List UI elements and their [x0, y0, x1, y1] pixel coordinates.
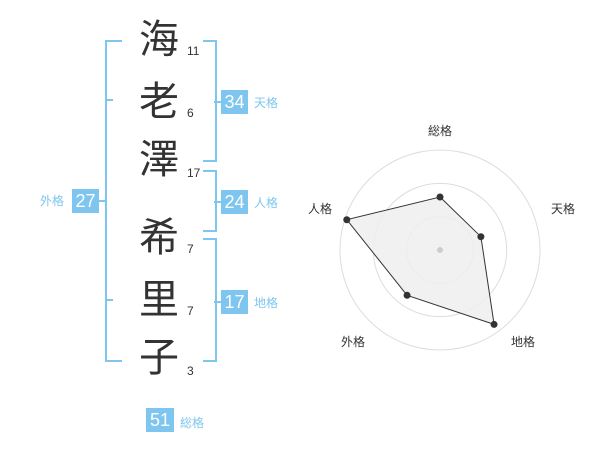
chikaku-bracket: [203, 238, 217, 362]
name-char-5: 里: [139, 277, 179, 323]
chikaku-connector: [214, 301, 221, 303]
jinkaku-value: 24: [221, 190, 248, 214]
gaikaku-connector: [98, 200, 106, 202]
radar-label-soukaku: 総格: [428, 124, 453, 138]
chikaku-value: 17: [221, 290, 248, 314]
radar-label-gaikaku: 外格: [341, 335, 366, 349]
radar-point-3: [490, 320, 498, 328]
radar-point-1: [436, 193, 444, 201]
stroke-count-4: 7: [187, 242, 194, 256]
jinkaku-label: 人格: [254, 196, 279, 210]
name-char-3: 澤: [139, 137, 179, 183]
radar-center-dot: [437, 247, 443, 253]
stroke-count-5: 7: [187, 304, 194, 318]
name-char-2: 老: [139, 79, 179, 125]
gaikaku-bracket-tick: [105, 99, 113, 101]
tenkaku-label: 天格: [254, 96, 279, 110]
chikaku-label: 地格: [254, 296, 279, 310]
name-char-6: 子: [139, 335, 179, 381]
radar-label-tenkaku: 天格: [551, 202, 576, 216]
radar-point-4: [403, 291, 411, 299]
soukaku-label: 総格: [180, 416, 205, 430]
gaikaku-bracket-tick: [105, 299, 113, 301]
jinkaku-connector: [214, 201, 221, 203]
radar-label-chikaku: 地格: [511, 335, 536, 349]
soukaku-value: 51: [146, 408, 174, 432]
radar-label-jinkaku: 人格: [308, 202, 333, 216]
name-char-4: 希: [139, 215, 179, 261]
gaikaku-label: 外格: [40, 194, 65, 208]
stroke-count-6: 3: [187, 364, 194, 378]
stroke-count-3: 17: [187, 166, 201, 180]
name-char-1: 海: [139, 17, 179, 63]
gaikaku-value: 27: [72, 189, 99, 213]
stroke-count-2: 6: [187, 106, 194, 120]
stroke-count-1: 11: [187, 44, 200, 58]
radar-ring: [339, 149, 541, 351]
radar-point-2: [477, 233, 485, 241]
tenkaku-value: 34: [221, 90, 248, 114]
gaikaku-bracket: [105, 40, 122, 362]
tenkaku-connector: [214, 101, 221, 103]
radar-series-polygon: [345, 196, 495, 326]
radar-point-5: [343, 216, 351, 224]
